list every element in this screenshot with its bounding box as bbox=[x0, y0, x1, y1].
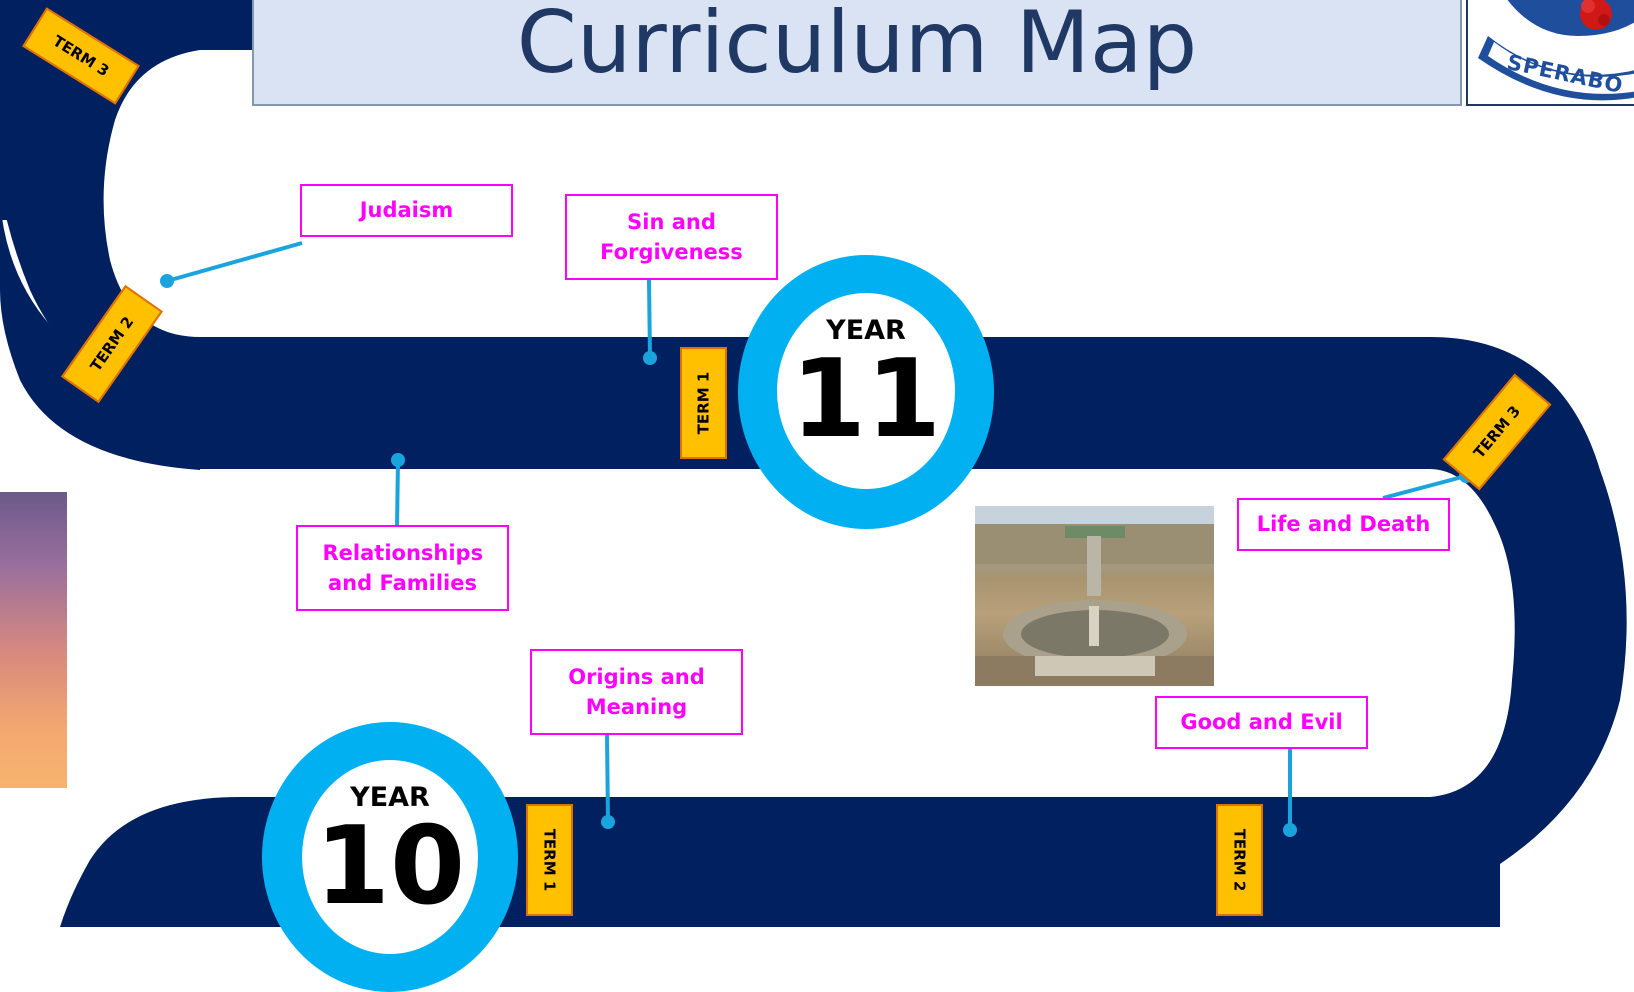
road-segment-top bbox=[0, 0, 252, 400]
year-10-ring: YEAR 10 bbox=[262, 722, 518, 992]
sunset-photo bbox=[0, 492, 67, 788]
dot-judaism bbox=[160, 274, 174, 288]
topic-good-evil: Good and Evil bbox=[1155, 696, 1368, 749]
year-11-number: 11 bbox=[790, 337, 942, 462]
topic-sin-forgiveness-label: Sin and Forgiveness bbox=[600, 209, 743, 264]
year-11-badge: YEAR 11 bbox=[777, 293, 955, 489]
topic-relationships-label: Relationships and Families bbox=[322, 540, 484, 595]
topic-relationships: Relationships and Families bbox=[296, 525, 509, 611]
topic-origins: Origins and Meaning bbox=[530, 649, 743, 735]
road-segment-bottom-left bbox=[60, 797, 260, 927]
year-10-badge: YEAR 10 bbox=[302, 760, 478, 954]
term-tag-y11-term1-label: TERM 1 bbox=[694, 371, 713, 435]
topic-judaism: Judaism bbox=[300, 184, 513, 237]
term-tag-y10-term1-label: TERM 1 bbox=[540, 828, 559, 892]
connector-relationships bbox=[395, 459, 400, 528]
term-tag-y10-term2: TERM 2 bbox=[1216, 804, 1263, 916]
year-11-label: YEAR bbox=[826, 315, 906, 346]
crest-icon bbox=[1478, 0, 1634, 101]
year-11-ring: YEAR 11 bbox=[738, 255, 994, 529]
topic-judaism-label: Judaism bbox=[359, 198, 454, 223]
connector-sin-forgiveness bbox=[647, 279, 652, 359]
topic-origins-label: Origins and Meaning bbox=[568, 664, 705, 719]
term-tag-y10-term1: TERM 1 bbox=[526, 804, 573, 916]
year-10-number: 10 bbox=[314, 804, 466, 929]
year-10-label: YEAR bbox=[350, 782, 430, 813]
page-title: Curriculum Map bbox=[516, 0, 1198, 93]
topic-sin-forgiveness: Sin and Forgiveness bbox=[565, 194, 778, 280]
dot-good-evil bbox=[1283, 823, 1297, 837]
term-tag-y10-term2-label: TERM 2 bbox=[1230, 828, 1249, 892]
vatican-photo bbox=[975, 506, 1214, 686]
topic-life-death: Life and Death bbox=[1237, 498, 1450, 551]
connector-judaism bbox=[166, 241, 303, 283]
dot-origins bbox=[601, 815, 615, 829]
title-banner: Curriculum Map bbox=[252, 0, 1462, 106]
topic-good-evil-label: Good and Evil bbox=[1180, 710, 1343, 735]
connector-life-death bbox=[1382, 474, 1467, 500]
dot-sin-forgiveness bbox=[643, 351, 657, 365]
term-tag-y11-term1: TERM 1 bbox=[680, 347, 727, 459]
dot-relationships bbox=[391, 453, 405, 467]
connector-origins bbox=[605, 733, 610, 823]
school-crest: SPERABO bbox=[1466, 0, 1634, 106]
topic-life-death-label: Life and Death bbox=[1256, 512, 1431, 537]
